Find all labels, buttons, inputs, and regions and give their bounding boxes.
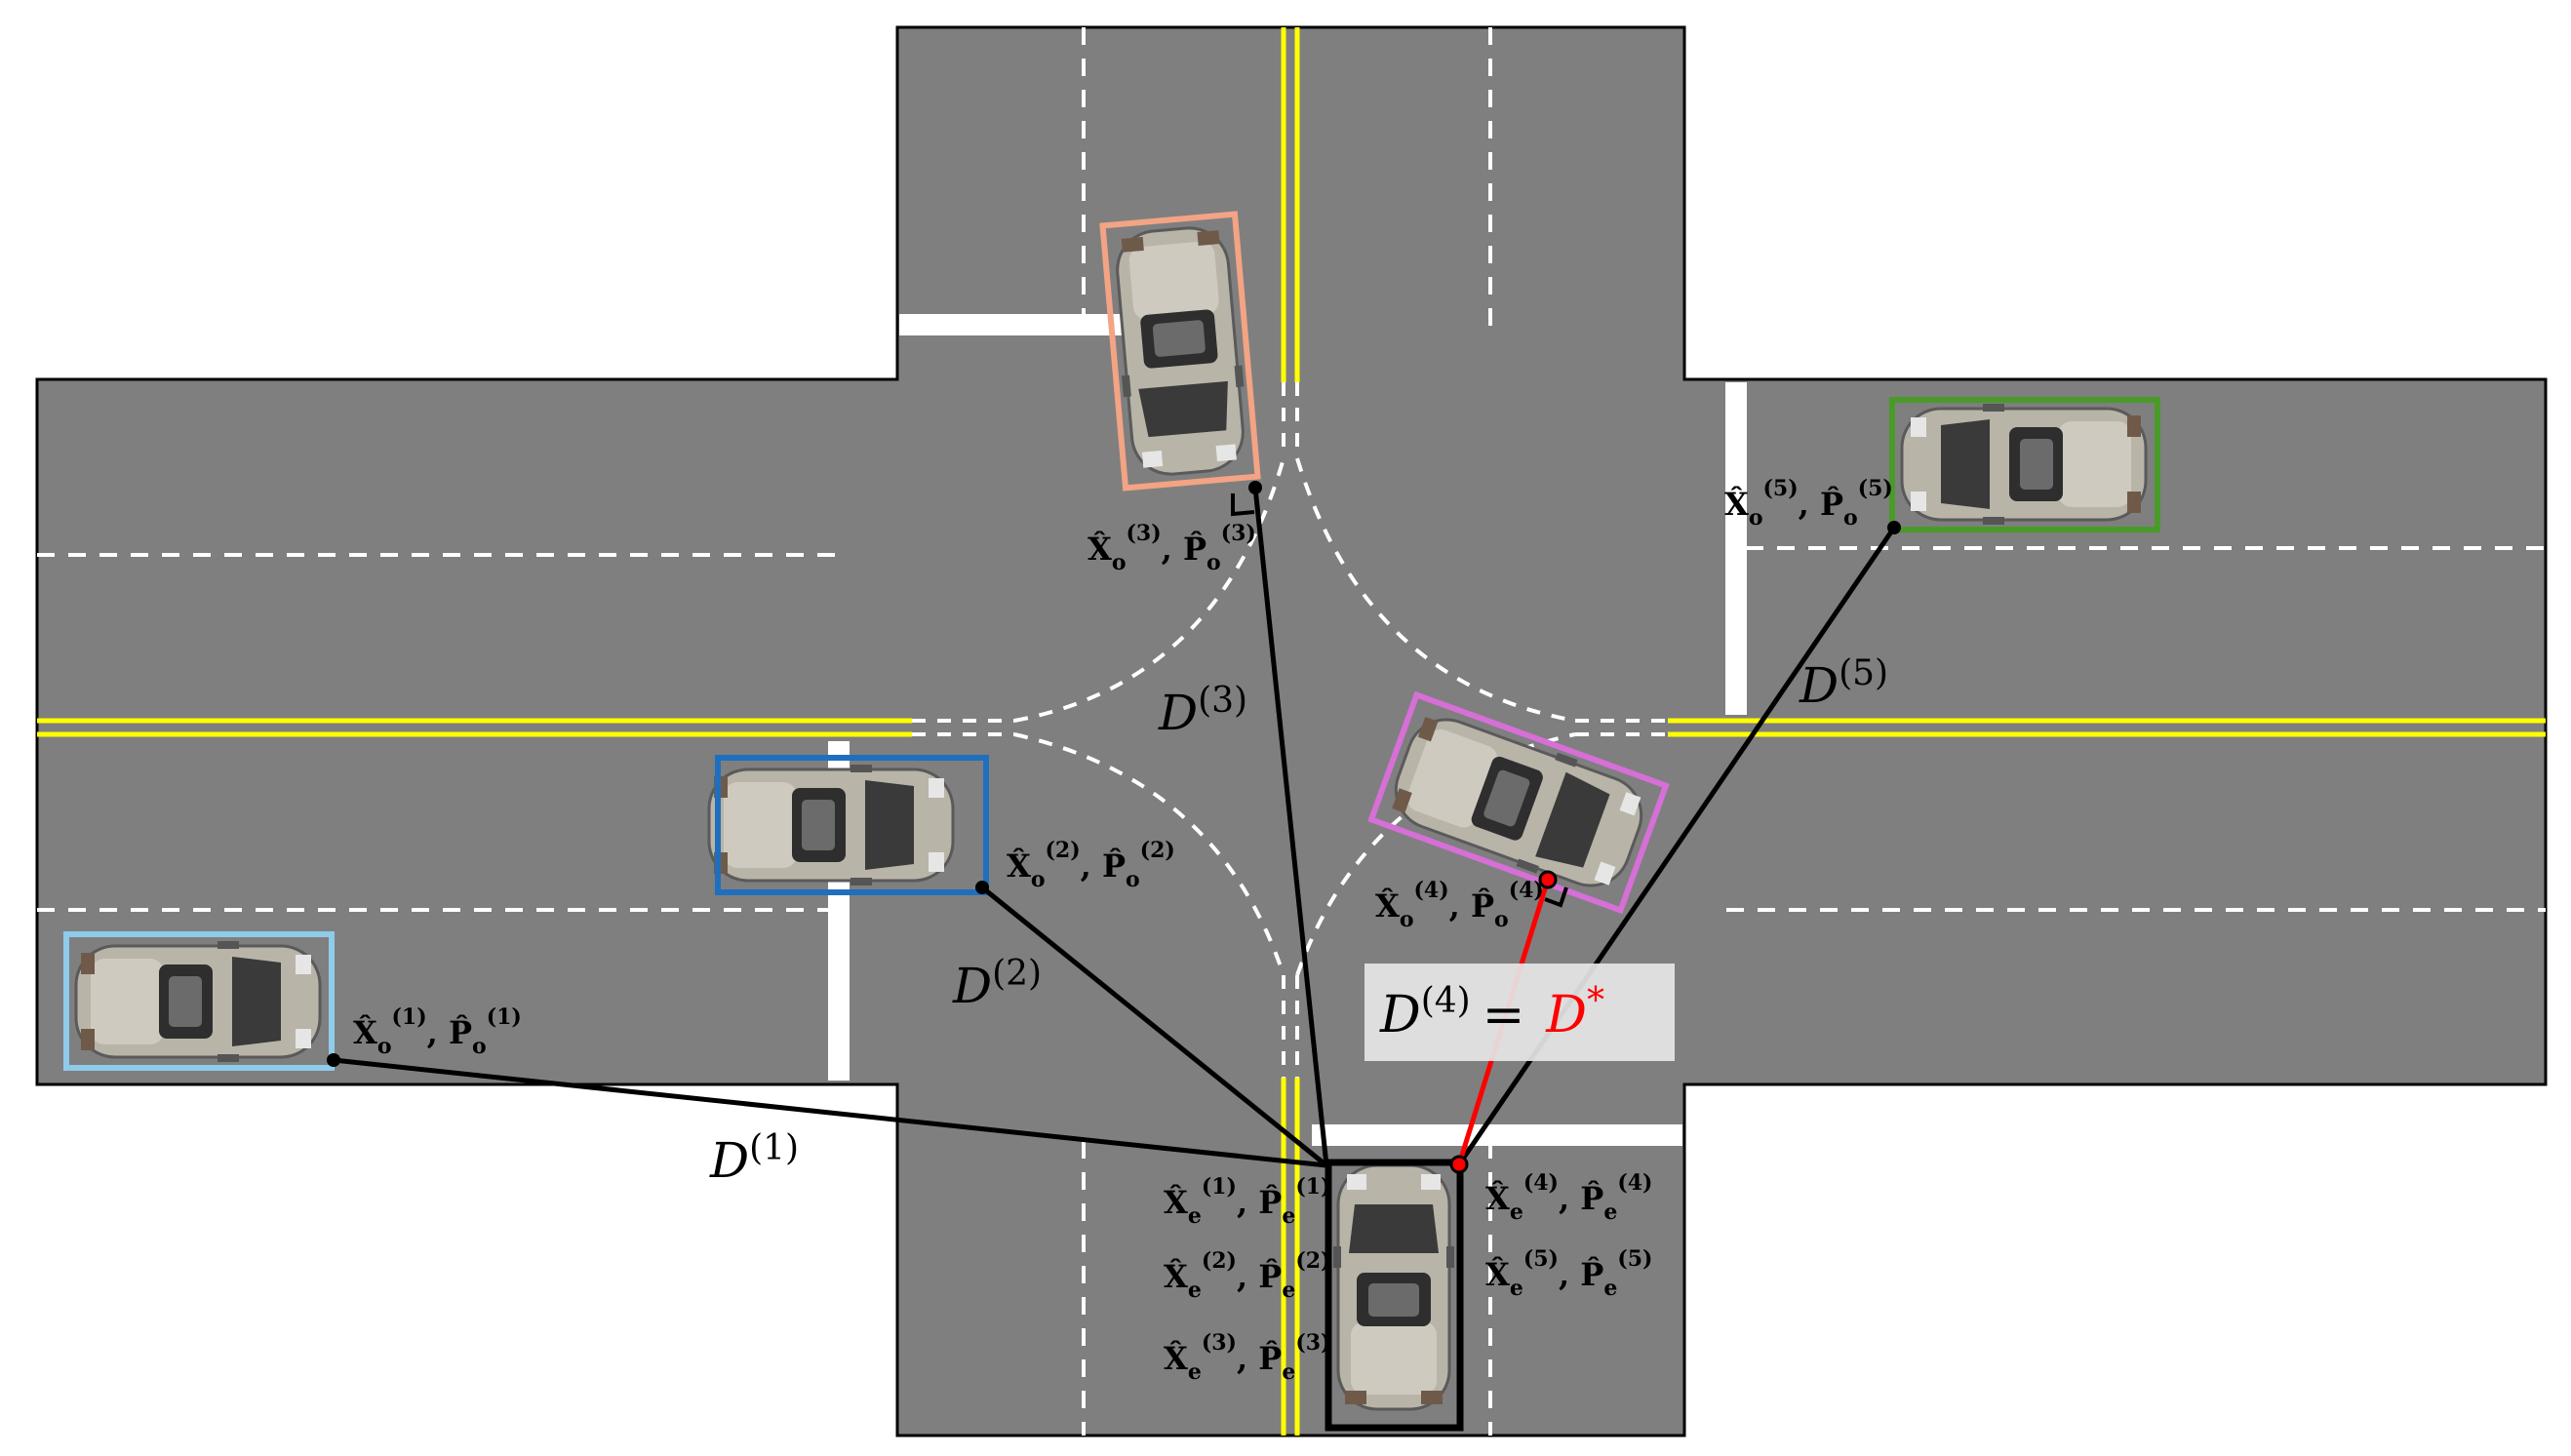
- ego-label-3: X̂e(3), P̂e(3): [1164, 1330, 1330, 1385]
- turn-guide-ne: [1295, 457, 1576, 723]
- vehicle-5-bbox: [1889, 397, 2160, 532]
- closest-distance-equation: D(4)=D*: [1379, 981, 1604, 1044]
- vehicle-5: [1889, 397, 2160, 532]
- distance-label-2: D(2): [952, 954, 1042, 1014]
- right-angle-marker-icon: [1544, 886, 1568, 908]
- distance-label-1: D(1): [709, 1128, 799, 1189]
- car-top-view-icon: [74, 939, 322, 1064]
- ego-vehicle: [1325, 1159, 1464, 1432]
- turn-guide-nw: [1013, 457, 1286, 723]
- distance-line-2: [980, 885, 1328, 1167]
- lane-markings: [37, 27, 2546, 1436]
- road-cross-shape: [35, 25, 2548, 1437]
- ego-label-5: X̂e(5), P̂e(5): [1485, 1246, 1652, 1301]
- vehicles: [63, 211, 2160, 1432]
- ego-label-4: X̂e(4), P̂e(4): [1485, 1170, 1652, 1225]
- right-angle-marker-icon: [1231, 493, 1255, 517]
- obs-label-1: X̂o(1), P̂o(1): [353, 1004, 522, 1059]
- distance-label-3: D(3): [1158, 681, 1247, 741]
- contact-point-icon: [327, 1053, 340, 1067]
- distance-line-3: [1252, 487, 1329, 1166]
- car-top-view-icon: [1900, 402, 2148, 527]
- contact-point-icon: [1248, 481, 1262, 494]
- distance-labels: D(3) D(5) D(2) D(1) D(4)=D*: [709, 653, 1888, 1189]
- ego-label-1: X̂e(1), P̂e(1): [1164, 1174, 1330, 1229]
- vehicle-1-bbox: [63, 931, 335, 1071]
- contact-point-icon: [1449, 1155, 1469, 1174]
- ego-vehicle-bbox: [1325, 1159, 1464, 1432]
- obs-label-3: X̂o(3), P̂o(3): [1088, 521, 1256, 575]
- vehicle-3-bbox: [1099, 211, 1261, 492]
- contact-point-icon: [1538, 870, 1558, 889]
- contact-point-icon: [1887, 521, 1901, 534]
- vehicle-2-bbox: [715, 755, 989, 895]
- road-surface: [35, 25, 2548, 1437]
- vehicle-1: [63, 931, 335, 1071]
- equation-box: [1365, 964, 1675, 1061]
- car-top-view-icon: [1331, 1163, 1456, 1411]
- obs-label-4: X̂o(4), P̂o(4): [1375, 878, 1544, 932]
- vehicle-4-bbox: [1367, 690, 1670, 915]
- car-top-view-icon: [707, 763, 955, 887]
- vehicle-2: [707, 755, 989, 895]
- vehicle-3: [1099, 211, 1261, 492]
- estimate-labels: X̂o(3), P̂o(3) X̂o(5), P̂o(5) X̂o(2), P̂…: [353, 476, 1893, 1385]
- distance-line-1: [333, 1057, 1327, 1168]
- obs-label-2: X̂o(2), P̂o(2): [1007, 838, 1175, 892]
- vehicle-4: [1367, 690, 1670, 915]
- obs-label-5: X̂o(5), P̂o(5): [1724, 476, 1893, 531]
- distance-label-5: D(5): [1799, 653, 1888, 714]
- contact-point-icon: [975, 881, 989, 894]
- ego-label-2: X̂e(2), P̂e(2): [1164, 1248, 1330, 1303]
- turn-guide-sw: [1013, 732, 1286, 976]
